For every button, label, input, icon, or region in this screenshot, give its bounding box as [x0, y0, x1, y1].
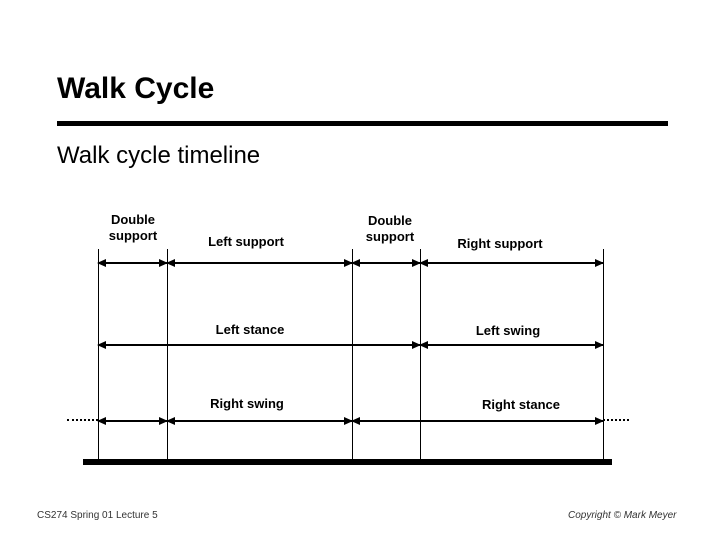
timeline-baseline-bar: [83, 459, 612, 465]
footer-course-label: CS274 Spring 01 Lecture 5: [37, 510, 158, 521]
boundary-line-3: [352, 249, 353, 460]
title-divider: [57, 121, 668, 126]
arrow-right-support: [419, 259, 604, 267]
label-left-support: Left support: [208, 234, 284, 249]
boundary-line-4: [420, 249, 421, 460]
boundary-line-2: [167, 249, 168, 460]
arrow-right-stance-carryover: [97, 417, 168, 425]
arrow-left-support: [166, 259, 353, 267]
label-right-swing: Right swing: [210, 396, 284, 411]
arrow-right-stance: [351, 417, 604, 425]
slide-subtitle: Walk cycle timeline: [57, 142, 261, 169]
slide-title: Walk Cycle: [57, 72, 215, 105]
arrow-left-swing: [419, 341, 604, 349]
label-left-swing: Left swing: [475, 323, 541, 338]
arrow-right-swing: [166, 417, 353, 425]
label-left-stance: Left stance: [215, 322, 285, 337]
arrow-double-support-left: [97, 259, 168, 267]
dotted-continuation-right: [603, 419, 629, 421]
label-double-support-right: Double support: [365, 213, 415, 244]
footer-copyright: Copyright © Mark Meyer: [568, 510, 677, 521]
arrow-left-stance: [97, 341, 421, 349]
boundary-line-5: [603, 249, 604, 460]
dotted-continuation-left: [67, 419, 98, 421]
boundary-line-1: [98, 249, 99, 460]
label-right-support: Right support: [457, 236, 543, 251]
arrow-double-support-right: [351, 259, 421, 267]
label-right-stance: Right stance: [481, 397, 561, 412]
label-double-support-left: Double support: [108, 212, 158, 243]
